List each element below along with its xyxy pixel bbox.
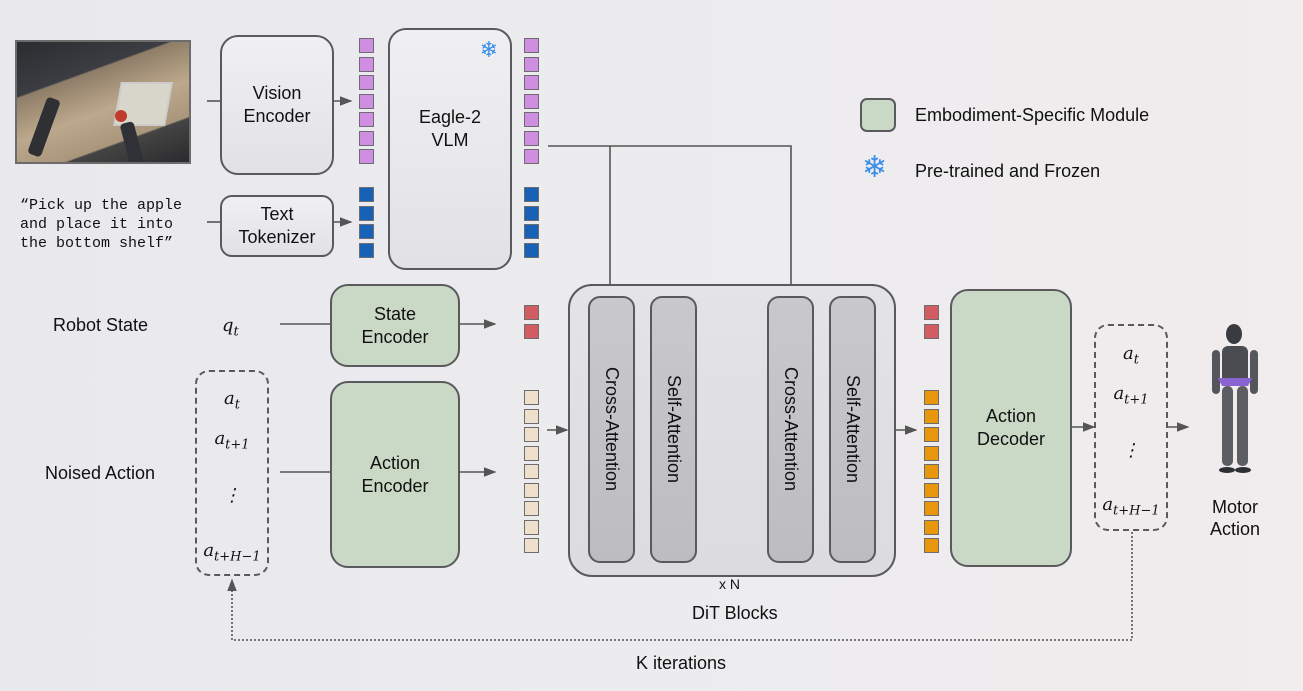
vlm-vision-token xyxy=(524,38,539,53)
action-symbol: at xyxy=(1123,343,1139,368)
robot-arm-left xyxy=(27,96,61,158)
vision-token xyxy=(359,93,374,109)
self-attention-label: Self-Attention xyxy=(664,375,684,484)
output-action-token xyxy=(924,445,939,461)
output-action-token xyxy=(924,427,939,442)
legend-green-swatch xyxy=(860,98,896,132)
motor-action-label: Motor Action xyxy=(1210,497,1261,539)
text-tokenizer-label: Text Tokenizer xyxy=(238,204,316,247)
snowflake-icon: ❄ xyxy=(479,37,498,62)
cross-attention-label: Cross-Attention xyxy=(602,367,622,492)
vlm-text-token xyxy=(524,242,539,258)
output-action-token xyxy=(924,519,939,535)
camera-image xyxy=(15,40,191,164)
action-decoder: Action Decoder xyxy=(950,289,1072,567)
vlm-vision-token xyxy=(524,93,539,109)
output-action-token xyxy=(924,538,939,553)
humanoid-robot-image xyxy=(1212,324,1258,473)
eagle-vlm: Eagle-2 VLM ❄ xyxy=(388,28,512,270)
loop-wire xyxy=(227,532,1133,641)
action-token xyxy=(524,519,539,535)
state-encoder: State Encoder xyxy=(330,284,460,367)
vlm-text-token xyxy=(524,224,539,239)
dit-cross-attention-2: Cross-Attention xyxy=(767,296,814,563)
action-symbol: at+H−1 xyxy=(203,540,261,565)
action-decoder-label: Action Decoder xyxy=(976,406,1046,449)
output-action-token xyxy=(924,408,939,424)
noised-action-group xyxy=(195,370,269,576)
vlm-vision-token xyxy=(524,149,539,164)
robot-arm-right xyxy=(119,120,145,162)
wire-vlm-to-dit xyxy=(548,145,796,298)
text-token xyxy=(359,187,374,202)
state-token xyxy=(524,305,539,320)
dit-self-attention-1: Self-Attention xyxy=(650,296,697,563)
vlm-text-token xyxy=(524,205,539,221)
action-token xyxy=(524,390,539,405)
action-token xyxy=(524,464,539,479)
action-encoder: Action Encoder xyxy=(330,381,460,568)
noised-action-label: Noised Action xyxy=(45,463,156,483)
q-subscript: t xyxy=(233,324,239,340)
vision-token xyxy=(359,112,374,127)
q-symbol: q xyxy=(222,315,234,336)
action-symbol: ⋮ xyxy=(223,485,241,506)
k-iterations-label: K iterations xyxy=(636,653,727,673)
vlm-vision-token xyxy=(524,112,539,127)
vlm-text-token xyxy=(524,187,539,202)
action-token xyxy=(524,501,539,516)
cross-attention-label: Cross-Attention xyxy=(781,367,801,492)
output-action-token xyxy=(924,464,939,479)
state-token xyxy=(924,305,939,320)
text-token xyxy=(359,242,374,258)
action-symbol: ⋮ xyxy=(1122,440,1140,461)
text-token xyxy=(359,205,374,221)
dit-repeat-label: x N xyxy=(719,576,740,592)
state-token xyxy=(524,323,539,339)
action-symbol: at xyxy=(224,388,240,413)
legend-snowflake-icon: ❄ xyxy=(862,151,888,184)
robot-state-label: Robot State xyxy=(53,315,149,335)
vlm-vision-token xyxy=(524,56,539,72)
vision-token xyxy=(359,130,374,146)
self-attention-label: Self-Attention xyxy=(843,375,863,484)
state-encoder-label: State Encoder xyxy=(361,303,429,347)
action-token xyxy=(524,408,539,424)
dit-cross-attention-1: Cross-Attention xyxy=(588,296,635,563)
action-token xyxy=(524,538,539,553)
action-token xyxy=(524,482,539,498)
action-symbol: at+1 xyxy=(1113,383,1149,408)
robot-state-symbol: qt xyxy=(222,315,239,340)
output-action-token xyxy=(924,501,939,516)
vision-encoder-label: Vision Encoder xyxy=(243,83,311,126)
output-action-token xyxy=(924,482,939,498)
dit-self-attention-2: Self-Attention xyxy=(829,296,876,563)
state-token xyxy=(924,323,939,339)
instruction-text: “Pick up the apple and place it into the… xyxy=(20,197,183,252)
action-symbol: at+H−1 xyxy=(1102,494,1160,519)
vision-token xyxy=(359,75,374,90)
output-action-group xyxy=(1094,324,1168,531)
text-tokenizer: Text Tokenizer xyxy=(220,195,334,257)
legend-embodiment-label: Embodiment-Specific Module xyxy=(915,105,1150,125)
vision-token xyxy=(359,56,374,72)
vlm-label: Eagle-2 VLM xyxy=(418,107,482,150)
action-encoder-label: Action Encoder xyxy=(361,452,429,496)
vision-encoder: Vision Encoder xyxy=(220,35,334,175)
action-symbol: at+1 xyxy=(214,428,250,453)
vlm-vision-token xyxy=(524,130,539,146)
action-token xyxy=(524,427,539,442)
vision-token xyxy=(359,38,374,53)
legend-frozen-label: Pre-trained and Frozen xyxy=(915,161,1101,181)
dit-blocks-label: DiT Blocks xyxy=(692,603,778,623)
action-token xyxy=(524,445,539,461)
vision-token xyxy=(359,149,374,164)
output-action-token xyxy=(924,390,939,405)
text-token xyxy=(359,224,374,239)
vlm-vision-token xyxy=(524,75,539,90)
apple-shape xyxy=(115,110,127,122)
